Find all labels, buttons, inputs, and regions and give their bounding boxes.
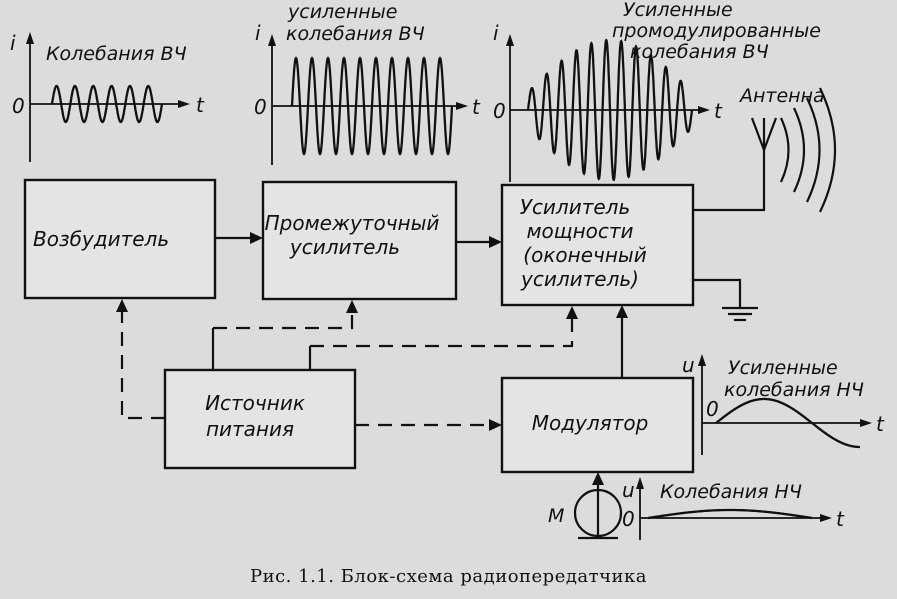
power-amplifier-block — [500, 183, 695, 307]
signal-path-microphone-to-modulator — [592, 472, 604, 490]
graph2-zero-label: 0 — [254, 95, 267, 119]
ground-lead — [693, 278, 742, 308]
graph4-zero-label: 0 — [706, 397, 719, 421]
power-supply-label-line1: Источник — [205, 391, 305, 415]
amplified-hf-label-line1: усиленные — [287, 1, 397, 23]
modulator-block — [500, 376, 695, 474]
graph-amplified-hf: i 0 t усиленные колебания ВЧ — [254, 1, 481, 165]
graph1-axis-time-label: t — [196, 93, 205, 117]
graph1-zero-label: 0 — [12, 94, 25, 118]
hf-oscillations-label: Колебания ВЧ — [46, 43, 187, 65]
graph-amplified-lf: u 0 t Усиленные колебания НЧ — [682, 353, 885, 455]
modulated-hf-waveform — [526, 38, 694, 182]
supply-line-to-modulator — [355, 419, 502, 431]
power-amp-label-line2: мощности — [526, 219, 633, 243]
antenna-symbol — [750, 87, 837, 213]
exciter-block — [23, 178, 217, 300]
amplified-lf-label-line1: Усиленные — [728, 357, 838, 379]
intermediate-amplifier-block — [261, 180, 458, 301]
radio-transmitter-block-diagram: Возбудитель Промежуточный усилитель Усил… — [10, 0, 885, 540]
graph1-axis-current-label: i — [10, 31, 16, 55]
graph4-axis-voltage-label: u — [682, 353, 695, 377]
figure-caption: Рис. 1.1. Блок-схема радиопередатчика — [249, 566, 648, 587]
amplified-hf-waveform — [290, 56, 454, 156]
power-supply-label-line2: питания — [206, 417, 294, 441]
supply-line-to-exciter — [116, 299, 165, 420]
exciter-label: Возбудитель — [33, 227, 169, 251]
power-amp-label-line4: усилитель) — [520, 267, 639, 291]
graph3-zero-label: 0 — [493, 99, 506, 123]
graph3-axis-current-label: i — [493, 21, 499, 45]
feed-line-to-antenna — [693, 150, 766, 212]
graph5-zero-label: 0 — [622, 507, 635, 531]
amplified-hf-label-line2: колебания ВЧ — [286, 23, 425, 45]
supply-line-to-intermediate — [211, 300, 358, 370]
supply-line-to-power-amp — [308, 306, 578, 370]
graph3-axis-time-label: t — [714, 99, 723, 123]
intermediate-label-line1: Промежуточный — [265, 211, 440, 235]
graph5-axis-time-label: t — [836, 507, 845, 531]
graph2-axis-time-label: t — [472, 95, 481, 119]
modulator-label: Модулятор — [532, 411, 649, 435]
modulated-hf-label-line2: промодулированные — [612, 20, 821, 42]
graph-amplified-modulated-hf: i 0 t Усиленные промодулированные колеба… — [493, 0, 821, 182]
graph-lf-oscillations: u 0 t Колебания НЧ — [622, 477, 845, 540]
amplified-lf-label-line2: колебания НЧ — [724, 379, 864, 401]
power-amp-label-line1: Усилитель — [520, 195, 631, 219]
microphone-symbol: М — [548, 488, 623, 540]
signal-path-exciter-to-intermediate — [215, 232, 263, 244]
modulated-hf-label-line3: колебания ВЧ — [630, 41, 769, 63]
modulated-hf-label-line1: Усиленные — [623, 0, 733, 21]
ground-symbol — [722, 306, 758, 322]
graph4-axis-time-label: t — [876, 412, 885, 436]
power-supply-block — [163, 368, 357, 470]
amplified-lf-waveform — [715, 397, 860, 449]
intermediate-label-line2: усилитель — [289, 235, 400, 259]
signal-path-intermediate-to-power-amp — [456, 236, 502, 248]
power-amp-label-line3: (оконечный — [523, 243, 646, 267]
microphone-label: М — [548, 505, 564, 527]
hf-waveform — [50, 84, 164, 124]
signal-path-modulator-to-power-amp — [616, 305, 628, 378]
lf-oscillations-label: Колебания НЧ — [660, 481, 802, 503]
graph2-axis-current-label: i — [255, 21, 261, 45]
graph5-axis-voltage-label: u — [622, 478, 635, 502]
lf-waveform — [647, 508, 813, 520]
antenna-label: Антенна — [738, 85, 825, 107]
graph-hf-oscillations: i 0 t Колебания ВЧ — [10, 31, 205, 162]
